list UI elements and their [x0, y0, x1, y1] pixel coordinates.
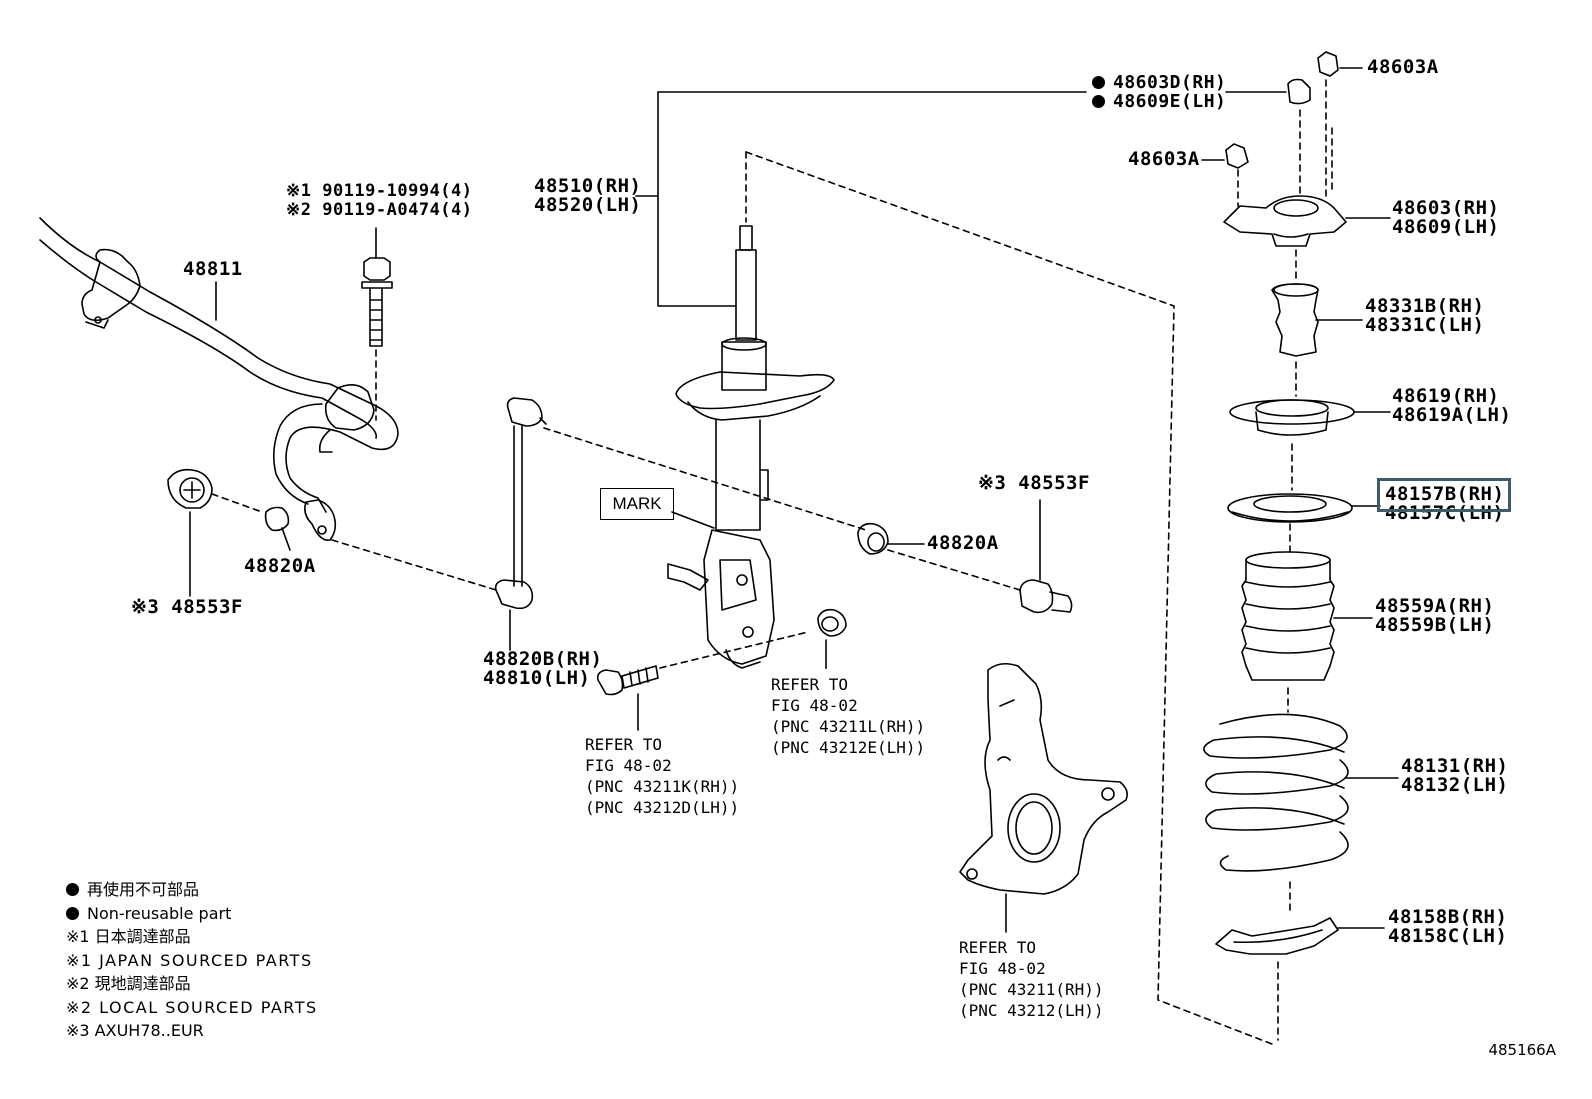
label-48559[interactable]: 48559A(RH) 48559B(LH): [1375, 597, 1494, 635]
nut-48553f-right-drawing: [1019, 499, 1073, 614]
label-48619[interactable]: 48619(RH) 48619A(LH): [1392, 387, 1511, 425]
nonreusable-dot-icon: [66, 906, 79, 920]
refer-line: (PNC 43212D(LH)): [585, 798, 740, 817]
leader-line: [671, 511, 715, 529]
diagram-code: 485166A: [1488, 1041, 1556, 1059]
refer-line: (PNC 43211(RH)): [959, 980, 1104, 999]
legend-nonreusable-en: Non-reusable part: [87, 903, 232, 923]
refer-line: (PNC 43211K(RH)): [585, 777, 740, 796]
upper-support-drawing: [1223, 195, 1391, 247]
label-48603[interactable]: 48603(RH) 48609(LH): [1392, 199, 1499, 237]
bearing-drawing: [1227, 493, 1381, 523]
nut-48553f-left-drawing: [167, 468, 291, 597]
bolt-43211k-drawing: [596, 631, 809, 731]
bumper-lh: 48331C(LH): [1365, 314, 1485, 336]
refer-line: (PNC 43212(LH)): [959, 1001, 1104, 1020]
link-rh: 48820B(RH): [483, 648, 603, 670]
nonreusable-dot-icon: [1092, 76, 1105, 89]
label-48131[interactable]: 48131(RH) 48132(LH): [1401, 757, 1508, 795]
steering-knuckle-drawing: [959, 662, 1128, 933]
mount-lh: 48609(LH): [1392, 216, 1500, 238]
boot-rh: 48559A(RH): [1375, 595, 1495, 617]
spring-seat-drawing: [1229, 399, 1391, 436]
strut-rh: 48510(RH): [534, 175, 642, 197]
legend-mark3: ※3 AXUH78..EUR: [66, 1021, 204, 1040]
mark-callout: MARK: [600, 488, 674, 520]
guide-line: [543, 427, 867, 531]
nonreusable-dot-icon: [66, 883, 79, 896]
label-48603d[interactable]: 48603D(RH) 48609E(LH): [1092, 73, 1226, 111]
refer-nut-note[interactable]: REFER TO FIG 48-02 (PNC 43211L(RH)) (PNC…: [771, 674, 925, 758]
top-nut-lh: 48609E(LH): [1113, 91, 1227, 112]
bolt-90119-drawing: [361, 227, 393, 421]
legend-mark2-en: ※2 LOCAL SOURCED PARTS: [66, 997, 318, 1017]
label-48603a-side[interactable]: 48603A: [1128, 148, 1200, 170]
refer-line: (PNC 43211L(RH)): [771, 717, 926, 736]
label-48820b[interactable]: 48820B(RH) 48810(LH): [483, 650, 602, 688]
strut-assembly-drawing: [635, 91, 1087, 669]
refer-line: REFER TO: [585, 735, 663, 754]
stabilizer-link-drawing: [494, 397, 547, 651]
link-lh: 48810(LH): [483, 667, 591, 689]
label-48811[interactable]: 48811: [183, 258, 243, 280]
refer-line: FIG 48-02: [959, 959, 1046, 978]
stabilizer-bar-drawing: [39, 217, 399, 541]
top-nut-rh: 48603D(RH): [1113, 72, 1227, 93]
selection-highlight: [1377, 478, 1511, 512]
spring-seat-rh: 48619(RH): [1392, 385, 1500, 407]
insulator-lh: 48158C(LH): [1388, 925, 1508, 947]
dust-boot-drawing: [1241, 551, 1373, 681]
boot-lh: 48559B(LH): [1375, 614, 1495, 636]
bushing-48820a-right-drawing: [857, 522, 925, 555]
label-48603a-top[interactable]: 48603A: [1367, 56, 1439, 78]
label-48158[interactable]: 48158B(RH) 48158C(LH): [1388, 908, 1507, 946]
label-48820a-right[interactable]: 48820A: [927, 532, 999, 554]
label-48157[interactable]: 48157B(RH) 48157C(LH): [1385, 485, 1504, 523]
guide-line: [745, 151, 1273, 1045]
legend-nonreusable-jp: 再使用不可部品: [87, 880, 200, 899]
refer-knuckle-note[interactable]: REFER TO FIG 48-02 (PNC 43211(RH)) (PNC …: [959, 937, 1104, 1021]
spring-lh: 48132(LH): [1401, 774, 1509, 796]
nut-43211l-drawing: [817, 608, 847, 669]
guide-line: [887, 549, 1021, 591]
lower-insulator-drawing: [1215, 917, 1385, 955]
refer-line: REFER TO: [959, 938, 1037, 957]
spring-seat-lh: 48619A(LH): [1392, 404, 1512, 426]
bearing-lh: 48157C(LH): [1385, 502, 1505, 524]
coil-spring-drawing: [1203, 713, 1399, 872]
nonreusable-dot-icon: [1092, 95, 1105, 108]
refer-bolt-note[interactable]: REFER TO FIG 48-02 (PNC 43211K(RH)) (PNC…: [585, 734, 739, 818]
bearing-rh: 48157B(RH): [1385, 483, 1505, 505]
insulator-rh: 48158B(RH): [1388, 906, 1508, 928]
bolt-note-2: ※2 90119-A0474(4): [286, 200, 473, 220]
refer-line: REFER TO: [771, 675, 849, 694]
guide-line: [331, 539, 497, 591]
bumper-rh: 48331B(RH): [1365, 295, 1485, 317]
label-48331[interactable]: 48331B(RH) 48331C(LH): [1365, 297, 1484, 335]
refer-line: FIG 48-02: [585, 756, 672, 775]
legend-mark1-en: ※1 JAPAN SOURCED PARTS: [66, 950, 313, 970]
label-48553f-left[interactable]: ※3 48553F: [131, 596, 243, 618]
label-48553f-right[interactable]: ※3 48553F: [978, 472, 1090, 494]
mount-rh: 48603(RH): [1392, 197, 1500, 219]
legend: 再使用不可部品 Non-reusable part ※1 日本調達部品 ※1 J…: [66, 878, 318, 1043]
legend-mark1-jp: ※1 日本調達部品: [66, 927, 191, 946]
spring-rh: 48131(RH): [1401, 755, 1509, 777]
strut-lh: 48520(LH): [534, 194, 642, 216]
nut-48603a-side-drawing: [1201, 143, 1249, 169]
label-48510[interactable]: 48510(RH) 48520(LH): [534, 177, 641, 215]
refer-line: (PNC 43212E(LH)): [771, 738, 926, 757]
legend-mark2-jp: ※2 現地調達部品: [66, 974, 191, 993]
bolt-note-1: ※1 90119-10994(4): [286, 181, 473, 201]
refer-line: FIG 48-02: [771, 696, 858, 715]
nut-48603d-drawing: [1225, 78, 1311, 105]
bolt-note: ※1 90119-10994(4) ※2 90119-A0474(4): [286, 182, 473, 220]
label-48820a-left[interactable]: 48820A: [244, 555, 316, 577]
nut-48603a-top-drawing: [1317, 51, 1363, 77]
bump-stopper-drawing: [1271, 283, 1363, 357]
